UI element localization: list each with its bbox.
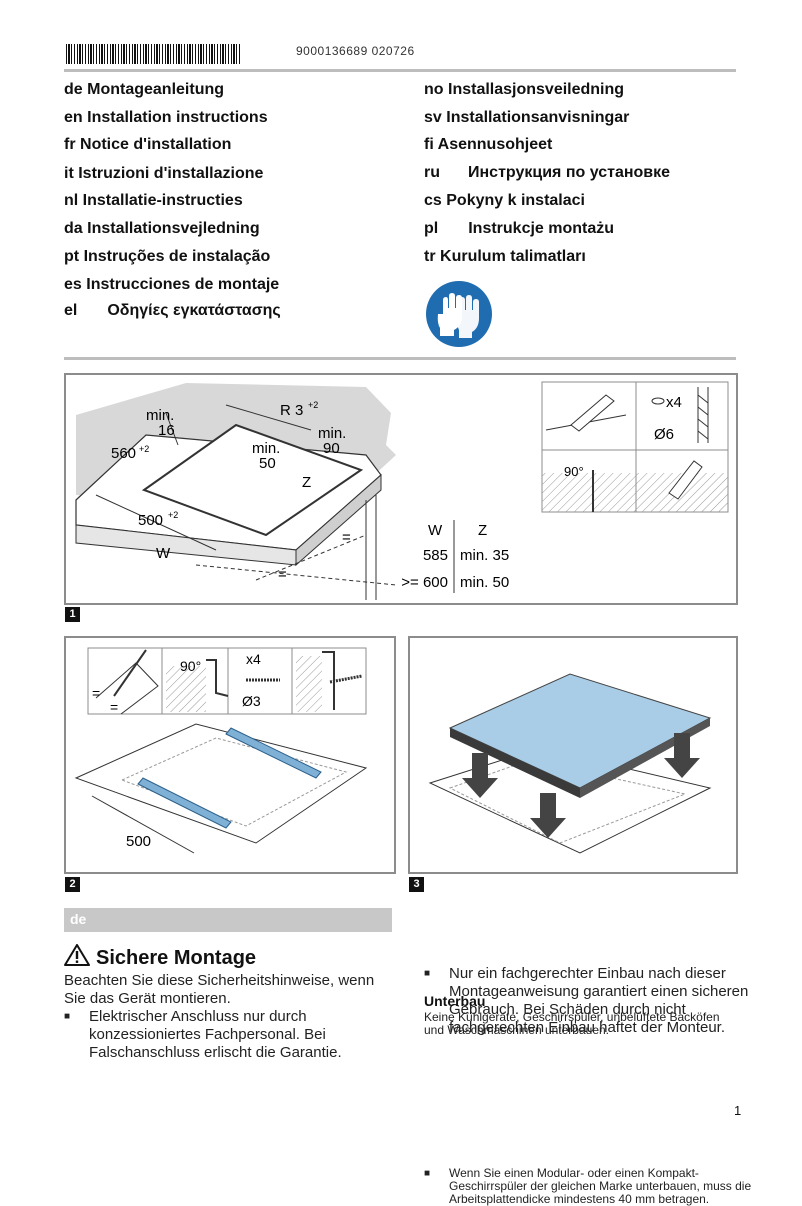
fig1-label-w: W [156, 545, 171, 562]
section-divider [64, 357, 736, 360]
figure-1-number: 1 [65, 607, 80, 622]
lang-title-da: da Installationsvejledning [64, 220, 260, 237]
fig1-table-w2: >= 600 [401, 574, 448, 591]
lang-title-es: es Instrucciones de montaje [64, 276, 280, 293]
safety-bullet-1: Elektrischer Anschluss nur durch konzess… [64, 1008, 394, 1062]
unterbau-bullet: Wenn Sie einen Modular- oder einen Kompa… [424, 1167, 767, 1206]
figure-2: = = 90° x4 Ø3 500 [64, 636, 396, 874]
fig1-label-min90a: min. [318, 425, 346, 442]
lang-title-no: no Installasjonsveiledning [424, 81, 625, 98]
fig2-label-eq1: = [92, 685, 100, 701]
fig1-inset-drill: x4 Ø6 [635, 381, 729, 451]
fig1-label-560-sup: +2 [139, 444, 149, 454]
fig1-table-z1: min. 35 [460, 547, 509, 564]
fig1-label-min16a: min. [146, 407, 174, 424]
safety-intro: Beachten Sie diese Sicherheitshinweise, … [64, 972, 375, 1007]
fig1-label-r3: R 3 [280, 402, 303, 419]
safety-heading: Sichere Montage [64, 944, 256, 970]
wear-gloves-icon [426, 281, 492, 347]
fig1-label-eq1: = [342, 529, 351, 546]
fig1-label-eq2: = [278, 566, 287, 583]
unterbau-text: Keine Kühlgeräte, Geschirrspüler, unbelü… [424, 1010, 720, 1037]
fig1-table-header-w: W [428, 522, 443, 539]
figure-2-number: 2 [65, 877, 80, 892]
fig2-label-500: 500 [126, 833, 151, 850]
fig1-label-min16b: 16 [158, 422, 175, 439]
fig2-label-eq2: = [110, 699, 118, 715]
fig1-inset-seal [635, 449, 729, 513]
unterbau-heading: Unterbau [424, 993, 486, 1009]
fig1-label-500-sup: +2 [168, 510, 178, 520]
fig1-table-z2: min. 50 [460, 574, 509, 591]
figure-3-drawing [428, 673, 712, 854]
fig2-rail-back [225, 727, 322, 779]
figure-2-drawing: = = 90° x4 Ø3 500 [74, 647, 368, 854]
barcode-number: 9000136689 020726 [296, 44, 415, 58]
figure-3-number: 3 [409, 877, 424, 892]
fig2-rail-front [137, 777, 232, 829]
fig1-label-560: 560 [111, 445, 136, 462]
section-lang-code: de [70, 911, 87, 927]
lang-title-fr: fr Notice d'installation [64, 136, 232, 153]
warning-triangle-icon [64, 944, 90, 966]
safety-bullet-2: Nur ein fachgerechter Einbau nach dieser… [424, 965, 761, 1037]
language-section-bar: de [64, 908, 392, 932]
fig1-label-z: Z [302, 474, 311, 491]
fig1-label-min50a: min. [252, 440, 280, 457]
figure-1: min. 16 R 3 +2 min. 90 560 +2 min. 50 Z … [64, 373, 738, 605]
cutout-outline [141, 423, 364, 537]
header-divider [64, 69, 736, 72]
fig1-label-x4: x4 [666, 394, 682, 411]
lang-title-it: it Istruzioni d'installazione [64, 165, 264, 182]
lang-title-tr: tr Kurulum talimatları [424, 248, 586, 265]
fig1-label-deg90: 90° [564, 464, 584, 479]
lang-title-de: de Montageanleitung [64, 81, 225, 98]
fig1-label-min50b: 50 [259, 455, 276, 472]
fig3-arrow-front [530, 793, 566, 838]
lang-title-sv: sv Installationsanvisningar [424, 109, 630, 126]
fig1-inset-marking [541, 381, 637, 451]
fig1-label-min90b: 90 [323, 440, 340, 457]
figure-3 [408, 636, 738, 874]
fig1-label-500: 500 [138, 512, 163, 529]
fig1-inset-angle: 90° [541, 449, 637, 513]
fig3-arrow-right [664, 733, 700, 778]
fig1-label-r3-sup: +2 [308, 400, 318, 410]
lang-title-fi: fi Asennusohjeet [424, 136, 553, 153]
lang-title-nl: nl Installatie-instructies [64, 192, 243, 209]
fig3-arrow-left [462, 753, 498, 798]
fig2-label-x4: x4 [246, 651, 261, 667]
lang-title-en: en Installation instructions [64, 109, 268, 126]
lang-title-cs: cs Pokyny k instalaci [424, 192, 585, 209]
figure-1-drawing: min. 16 R 3 +2 min. 90 560 +2 min. 50 Z … [75, 381, 729, 600]
fig1-table-w1: 585 [423, 547, 448, 564]
fig1-table-header-z: Z [478, 522, 487, 539]
fig2-label-deg90: 90° [180, 658, 201, 674]
barcode [66, 44, 242, 64]
lang-title-pt: pt Instruções de instalação [64, 248, 271, 265]
fig2-label-d3: Ø3 [242, 693, 261, 709]
page-number: 1 [734, 1103, 742, 1118]
fig1-label-d6: Ø6 [654, 426, 674, 443]
